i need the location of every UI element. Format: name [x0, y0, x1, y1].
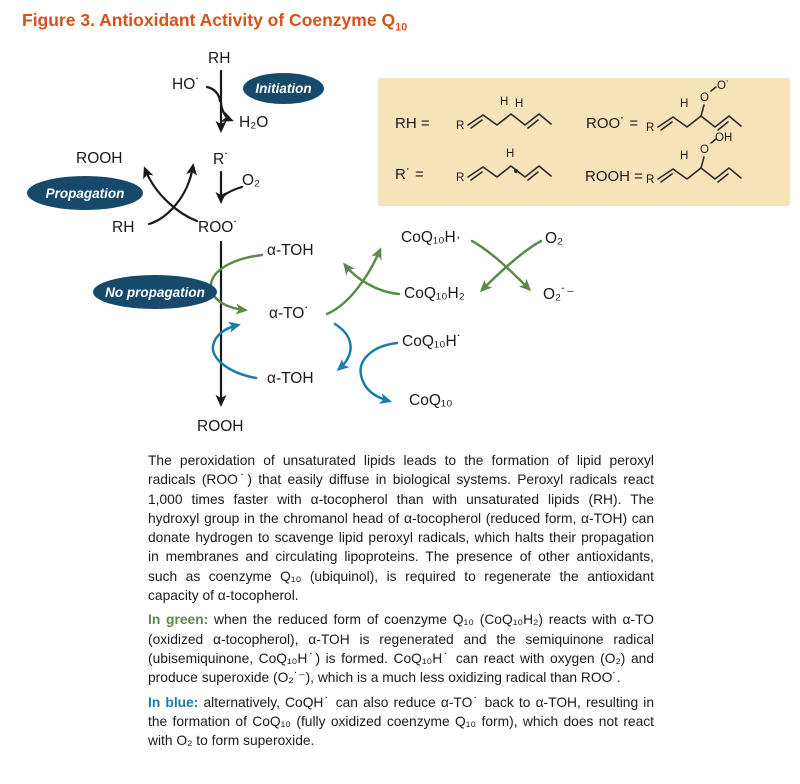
- structures-legend-box: RH = R H H ROO˙ = R H O O˙ R˙ = R H ROOH…: [378, 78, 790, 206]
- roo-c-o-bond: [700, 104, 705, 117]
- legend-rh-equation: RH =: [395, 115, 430, 132]
- paragraph-blue-text: alternatively, CoQH˙ can also reduce α-T…: [148, 694, 654, 749]
- arrow-blue-coq10h-to-coq10: [359, 341, 399, 404]
- roo-o-o-bond: [710, 86, 717, 92]
- no-propagation-badge: No propagation: [93, 275, 217, 309]
- paragraph-main-text: The peroxidation of unsaturated lipids l…: [148, 453, 654, 604]
- arrow-green-coq10h2-to-atoh: [343, 262, 401, 296]
- paragraph-green: In green: when the reduced form of coenz…: [148, 610, 654, 687]
- r-structure-chain: [467, 165, 552, 178]
- roo-double-bonds: [660, 121, 729, 131]
- rooh-o-o-bond: [710, 138, 717, 144]
- rh-double-bonds: [470, 119, 539, 129]
- r-radical-dot: [514, 169, 518, 173]
- initiation-badge: Initiation: [243, 73, 324, 104]
- rooh-o-atom: O: [700, 144, 709, 156]
- roo-o-atom: O: [700, 92, 709, 104]
- r-double-bonds: [470, 171, 539, 181]
- rooh-double-bonds: [660, 173, 729, 183]
- roo-o-radical-atom: O˙: [717, 80, 730, 92]
- paragraph-main: The peroxidation of unsaturated lipids l…: [148, 451, 654, 605]
- legend-r-equation: R˙ =: [395, 166, 424, 183]
- rooh-c-o-bond: [700, 156, 705, 169]
- arrow-ho-radical-join: [205, 85, 222, 103]
- paragraph-blue: In blue: alternatively, CoQH˙ can also r…: [148, 693, 654, 751]
- label-coq10h-semiquinone: CoQ₁₀H·: [401, 229, 461, 246]
- arrow-green-coq10h-to-superoxide: [470, 239, 532, 292]
- label-coq10h2: CoQ₁₀H₂: [404, 285, 465, 302]
- label-coq10h-blue: CoQ₁₀H˙: [402, 333, 462, 350]
- legend-r-r-atom: R: [456, 172, 464, 184]
- label-r-radical: R˙: [213, 151, 230, 168]
- caption-text-block: The peroxidation of unsaturated lipids l…: [148, 451, 654, 755]
- rooh-oh-atom: OH: [715, 132, 732, 144]
- r-h-atom: H: [506, 148, 514, 160]
- roo-h-atom: H: [680, 98, 688, 110]
- figure-title-subscript: 10: [395, 21, 408, 34]
- arrow-to-h2o: [219, 101, 234, 122]
- legend-roo-r-atom: R: [646, 122, 654, 134]
- arrow-green-ato-to-coq10h: [325, 247, 382, 316]
- label-superoxide: O₂˙⁻: [543, 286, 575, 303]
- label-rh-left: RH: [112, 219, 135, 236]
- arrow-rh-to-r-propagation: [147, 163, 198, 226]
- label-o2-right: O₂: [545, 230, 564, 247]
- legend-rooh-equation: ROOH =: [585, 168, 643, 185]
- label-rooh-left: ROOH: [76, 150, 123, 167]
- label-rooh-bottom: ROOH: [197, 418, 244, 435]
- in-blue-label: In blue:: [148, 694, 199, 710]
- arrow-o2-join: [219, 185, 244, 201]
- arrow-blue-ato-to-atoh: [333, 322, 352, 371]
- legend-rooh-r-atom: R: [646, 174, 654, 186]
- label-o2: O₂: [242, 172, 261, 189]
- label-atoh-upper: α-TOH: [267, 242, 314, 259]
- arrow-roo-to-rooh-propagation: [143, 166, 199, 223]
- paragraph-green-text: when the reduced form of coenzyme Q₁₀ (C…: [148, 612, 654, 686]
- legend-rh-r-atom: R: [456, 120, 464, 132]
- arrow-green-o2-to-coq10h2: [479, 239, 543, 293]
- rh-h1-atom: H: [500, 96, 508, 108]
- rh-structure-chain: [467, 113, 552, 126]
- arrow-blue-atoh-to-ato: [211, 321, 258, 380]
- propagation-badge-label: Propagation: [45, 185, 125, 201]
- label-atoh-lower: α-TOH: [267, 370, 314, 387]
- label-coq10: CoQ₁₀: [409, 392, 453, 409]
- rooh-h-atom: H: [680, 150, 688, 162]
- no-propagation-badge-label: No propagation: [105, 284, 205, 300]
- label-ho-radical: HO˙: [172, 76, 201, 93]
- figure-title-text: Figure 3. Antioxidant Activity of Coenzy…: [22, 10, 396, 30]
- figure-title: Figure 3. Antioxidant Activity of Coenzy…: [22, 10, 407, 34]
- in-green-label: In green:: [148, 612, 209, 628]
- initiation-badge-label: Initiation: [255, 81, 312, 96]
- label-rh-top: RH: [208, 50, 231, 67]
- label-roo-radical: ROO˙: [198, 219, 239, 236]
- propagation-badge: Propagation: [27, 176, 143, 210]
- label-ato-radical: α-TO˙: [269, 305, 310, 322]
- label-h2o: H₂O: [239, 114, 269, 131]
- arrow-green-atoh-to-ato: [209, 253, 264, 315]
- legend-roo-equation: ROO˙ =: [586, 115, 638, 132]
- rh-h2-atom: H: [515, 98, 523, 110]
